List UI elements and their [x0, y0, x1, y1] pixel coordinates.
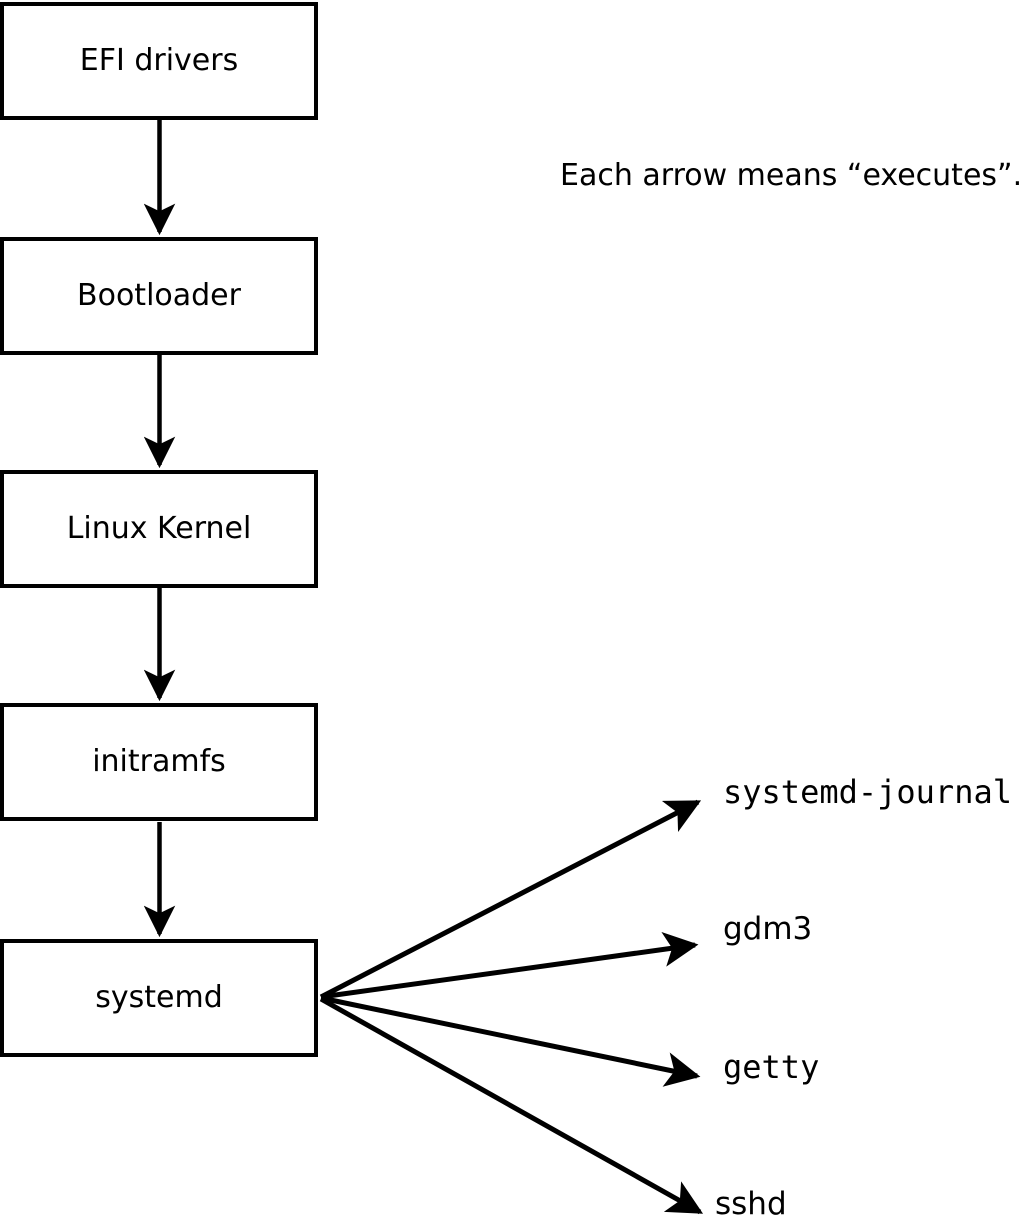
- node-linux-kernel: Linux Kernel: [0, 470, 318, 588]
- arrow-systemd-to-sshd: [319, 996, 704, 1215]
- node-bootloader: Bootloader: [0, 237, 318, 355]
- arrow-systemd-to-getty: [320, 995, 701, 1087]
- proc-sshd-label: sshd: [715, 1186, 787, 1222]
- node-systemd-label: systemd: [95, 980, 223, 1015]
- node-efi-drivers: EFI drivers: [0, 2, 318, 120]
- node-efi-drivers-label: EFI drivers: [79, 43, 239, 78]
- arrow-meaning-annotation: Each arrow means “executes”.: [560, 158, 1023, 193]
- node-initramfs: initramfs: [0, 703, 318, 821]
- arrow-systemd-to-systemd-journal: [319, 799, 702, 1000]
- node-linux-kernel-label: Linux Kernel: [66, 511, 252, 546]
- node-bootloader-label: Bootloader: [77, 278, 241, 313]
- proc-systemd-journal-label: systemd-journal: [723, 773, 1012, 811]
- proc-getty-label: getty: [723, 1048, 820, 1086]
- node-systemd: systemd: [0, 939, 318, 1057]
- arrow-systemd-to-gdm3: [320, 932, 699, 1000]
- node-initramfs-label: initramfs: [92, 744, 226, 779]
- proc-gdm3-label: gdm3: [723, 911, 813, 947]
